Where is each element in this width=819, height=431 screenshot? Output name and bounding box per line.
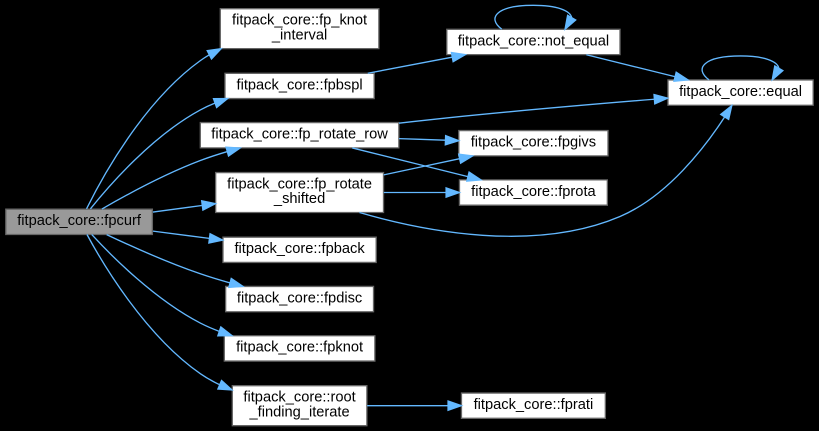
svg-text:fitpack_core::fprota: fitpack_core::fprota [471, 184, 596, 200]
svg-text:_interval: _interval [271, 27, 327, 43]
svg-text:fitpack_core::fpknot: fitpack_core::fpknot [236, 340, 363, 356]
svg-text:_shifted: _shifted [273, 191, 325, 207]
svg-text:fitpack_core::fpdisc: fitpack_core::fpdisc [237, 290, 362, 306]
svg-text:_finding_iterate: _finding_iterate [249, 404, 350, 420]
svg-text:fitpack_core::fpback: fitpack_core::fpback [234, 241, 365, 257]
svg-text:fitpack_core::root: fitpack_core::root [243, 390, 355, 406]
svg-text:fitpack_core::equal: fitpack_core::equal [679, 84, 802, 100]
svg-text:fitpack_core::fpbspl: fitpack_core::fpbspl [237, 77, 363, 93]
svg-text:fitpack_core::fprati: fitpack_core::fprati [474, 397, 594, 413]
svg-text:fitpack_core::fpgivs: fitpack_core::fpgivs [471, 135, 596, 151]
svg-text:fitpack_core::fp_rotate: fitpack_core::fp_rotate [227, 177, 372, 193]
svg-text:fitpack_core::not_equal: fitpack_core::not_equal [458, 33, 609, 49]
svg-text:fitpack_core::fpcurf: fitpack_core::fpcurf [17, 213, 142, 229]
svg-text:fitpack_core::fp_knot: fitpack_core::fp_knot [232, 13, 367, 29]
svg-text:fitpack_core::fp_rotate_row: fitpack_core::fp_rotate_row [211, 127, 388, 143]
